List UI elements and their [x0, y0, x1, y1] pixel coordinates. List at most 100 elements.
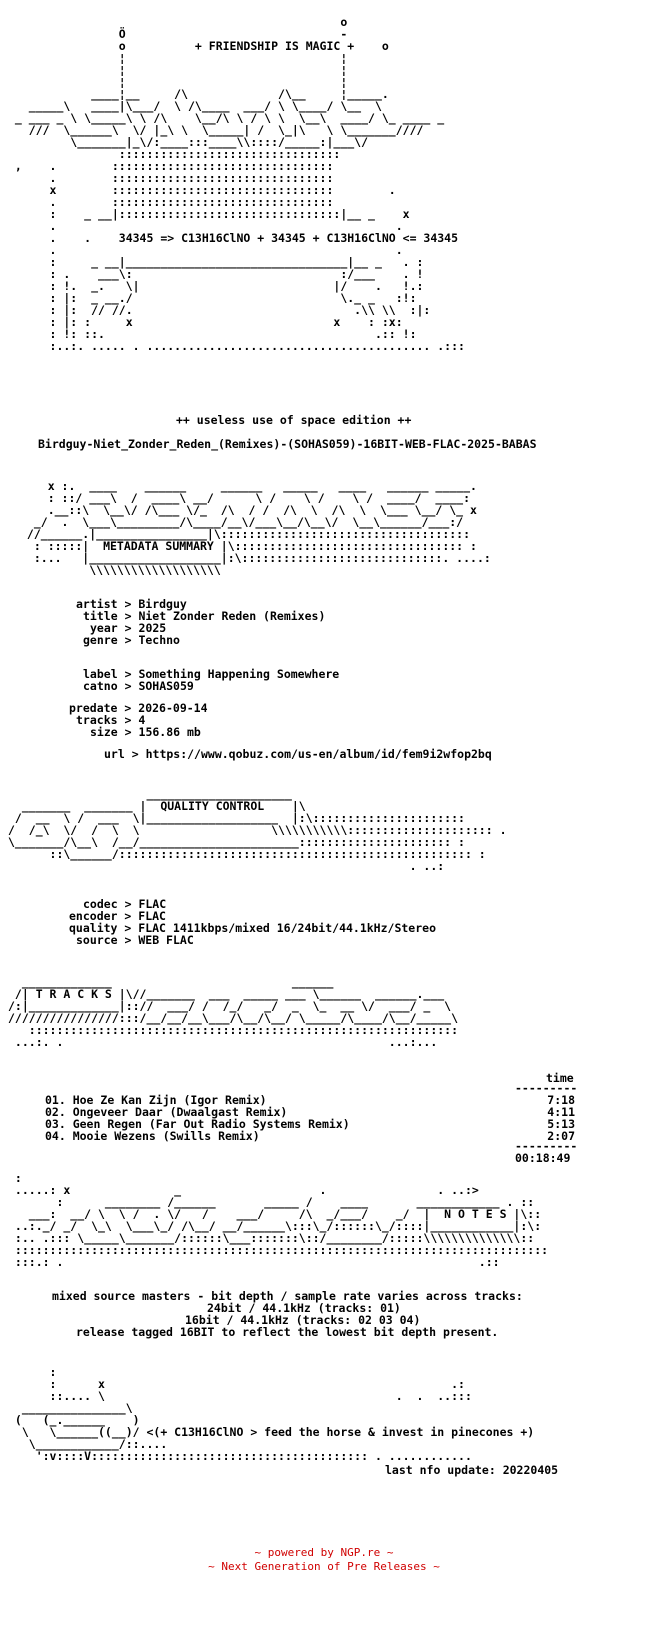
ascii-line: . ::::::::::::::::::::::::::::::::	[8, 171, 452, 185]
meta-key: size	[90, 725, 118, 739]
tracks-divider-top: ---------	[515, 1081, 578, 1095]
meta-row-catno: catno > SOHAS059	[83, 680, 194, 692]
ascii-line: \_______/\__\ /__/______________________…	[8, 835, 472, 849]
ascii-line: _______ _______ | QUALITY CONTROL |\	[8, 799, 472, 813]
quality-row-source: source > WEB FLAC	[76, 934, 194, 946]
quality-row-codec: codec > FLAC	[83, 898, 166, 910]
ascii-line: _ ___ _ \ \_____\ \ /\ \__/\ \ / \ \ \__…	[8, 111, 445, 125]
track-row: 03. Geen Regen (Far Out Radio Systems Re…	[45, 1118, 575, 1130]
ascii-line: :	[8, 1365, 465, 1379]
meta-key: genre	[83, 633, 118, 647]
ascii-line: : ::/ ___\ / ____\ __/ \ / \ / \ / ____/…	[20, 491, 491, 505]
meta-label: Something Happening Somewhere	[138, 667, 340, 681]
track-row: 04. Mooie Wezens (Swills Remix)2:07	[45, 1130, 575, 1142]
tracks-time-header: time	[546, 1071, 574, 1085]
tracks-divider-bottom: ---------	[515, 1139, 578, 1153]
edition-line: ++ useless use of space edition ++	[176, 413, 412, 427]
ascii-line: ..:._/ _/ \_\ \___\_/ /\__/ __/______\::…	[8, 1219, 542, 1233]
meta-sep: >	[124, 679, 132, 693]
ascii-line: . ..:	[8, 859, 452, 873]
meta-key: tracks	[76, 713, 118, 727]
track-name: Mooie Wezens (Swills Remix)	[72, 1129, 260, 1143]
meta-key: catno	[83, 679, 118, 693]
track-number: 01.	[45, 1093, 73, 1107]
ascii-line: x :. ____ ______ ______ _____ ____ _____…	[20, 479, 498, 493]
meta-tracks: 4	[138, 713, 146, 727]
meta-catno: SOHAS059	[138, 679, 194, 693]
quality-quality: FLAC 1411kbps/mixed 16/24bit/44.1kHz/Ste…	[138, 921, 436, 935]
powered-by: ~ powered by NGP.re ~	[254, 1546, 394, 1559]
ascii-line: \ \______((__)/ <(+ C13H16ClNO > feed th…	[8, 1425, 535, 1439]
ascii-line: _____________________	[8, 787, 472, 801]
ascii-line: : ________ /______ _____ / ____ ________…	[8, 1195, 535, 1209]
meta-sep: >	[124, 667, 132, 681]
meta-row-label: label > Something Happening Somewhere	[83, 668, 339, 680]
meta-key: label	[83, 667, 118, 681]
ascii-line: : |: // //. .\\ \\ :|:	[8, 303, 459, 317]
ascii-line: : |: : x x : :x:	[8, 315, 431, 329]
meta-key: source	[76, 933, 118, 947]
meta-sep: >	[124, 713, 132, 727]
ascii-line: o	[8, 15, 445, 29]
ascii-line: \\\\\\\\\\\\\\\\\\\	[20, 563, 471, 577]
meta-key: artist	[76, 597, 118, 611]
ascii-line: ::::::::::::::::::::::::::::::::::::::::…	[8, 1243, 555, 1257]
meta-key: year	[90, 621, 118, 635]
meta-row-tracks: tracks > 4	[76, 714, 145, 726]
meta-key: encoder	[69, 909, 118, 923]
quality-codec: FLAC	[138, 897, 167, 911]
meta-sep: >	[124, 633, 132, 647]
meta-sep: >	[131, 747, 139, 761]
meta-title: Niet Zonder Reden (Remixes)	[138, 609, 326, 623]
ascii-line: ::::::::::::::::::::::::::::::::::::::::…	[8, 1023, 465, 1037]
meta-row-artist: artist > Birdguy	[76, 598, 187, 610]
meta-sep: >	[124, 909, 132, 923]
meta-year: 2025	[138, 621, 167, 635]
meta-sep: >	[124, 921, 132, 935]
ascii-line: , . ::::::::::::::::::::::::::::::::	[8, 159, 452, 173]
notes-line-1: mixed source masters - bit depth / sampl…	[52, 1289, 523, 1303]
ascii-line: .....: x _ . . ..:>	[8, 1183, 479, 1197]
ascii-line: :::.: . .::	[8, 1255, 507, 1269]
track-number: 03.	[45, 1117, 73, 1131]
ascii-line: . .	[8, 243, 452, 257]
meta-sep: >	[124, 701, 132, 715]
meta-sep: >	[124, 933, 132, 947]
notes-line-2: 24bit / 44.1kHz (tracks: 01)	[207, 1301, 401, 1315]
meta-row-genre: genre > Techno	[83, 634, 180, 646]
ascii-line: : _ __|::::::::::::::::::::::::::::::::|…	[8, 207, 459, 221]
track-row: 01. Hoe Ze Kan Zijn (Igor Remix)7:18	[45, 1094, 575, 1106]
ascii-line: . .	[8, 219, 452, 233]
total-time: 00:18:49	[515, 1151, 571, 1165]
meta-genre: Techno	[138, 633, 180, 647]
meta-artist: Birdguy	[138, 597, 187, 611]
meta-sep: >	[124, 621, 132, 635]
ascii-line: ::::::::::::::::::::::::::::::::	[8, 147, 459, 161]
track-time: 5:13	[547, 1117, 575, 1131]
ascii-line: ::.... \ . . ..:::	[8, 1389, 472, 1403]
meta-key: codec	[83, 897, 118, 911]
ascii-line: ¦ ¦	[8, 63, 445, 77]
ascii-line: ( (_.______ )	[8, 1413, 465, 1427]
ascii-line: : x .:	[8, 1377, 472, 1391]
meta-key: predate	[69, 701, 118, 715]
ascii-line: : !. _. \| |/ . !.:	[8, 279, 452, 293]
track-time: 2:07	[547, 1129, 575, 1143]
ascii-line: / __ \ / ___ \|___________________ |:\::…	[8, 811, 472, 825]
meta-row-url: url > https://www.qobuz.com/us-en/album/…	[104, 748, 492, 760]
quality-row-encoder: encoder > FLAC	[69, 910, 166, 922]
meta-row-year: year > 2025	[90, 622, 166, 634]
ascii-line: : _ __|________________________________|…	[8, 255, 452, 269]
notes-line-3: 16bit / 44.1kHz (tracks: 02 03 04)	[185, 1313, 421, 1327]
ascii-line: :	[8, 1171, 452, 1185]
ascii-line: /// \______\ \/ |_\ \ \_____| / \_|\ \ \…	[8, 123, 431, 137]
ascii-line: : |: _ __./ \._ _ :!:	[8, 291, 445, 305]
ascii-line: : !: ::. .:: !:	[8, 327, 445, 341]
ascii-line: ...:. . ...:...	[8, 1035, 445, 1049]
notes-line-4: release tagged 16BIT to reflect the lowe…	[76, 1325, 499, 1339]
meta-row-predate: predate > 2026-09-14	[69, 702, 208, 714]
meta-size: 156.86 mb	[138, 725, 201, 739]
ascii-line: Ö -	[8, 27, 445, 41]
quality-encoder: FLAC	[138, 909, 166, 923]
meta-row-size: size > 156.86 mb	[90, 726, 201, 738]
